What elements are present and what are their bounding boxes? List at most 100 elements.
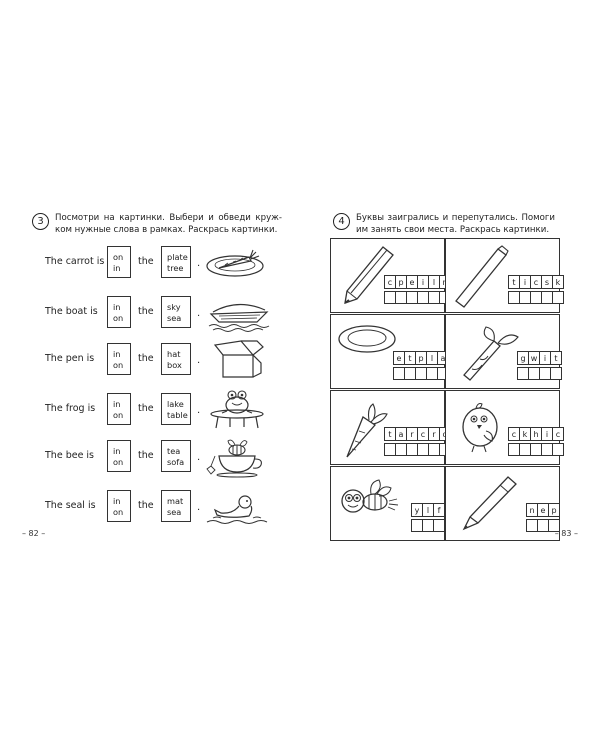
scrambled-letter: t [384, 427, 396, 441]
subject-text: The bee [45, 450, 84, 461]
answer-letter-cell[interactable] [550, 367, 562, 380]
noun-option[interactable]: plate [167, 252, 188, 262]
noun-choice-box[interactable]: mat sea [161, 490, 191, 522]
noun-option[interactable]: hat [167, 349, 181, 359]
answer-cells[interactable] [526, 519, 560, 532]
period-mark: . [197, 258, 201, 269]
verb-text: is [87, 500, 96, 511]
preposition-choice-box[interactable]: in on [107, 490, 131, 522]
noun-option[interactable]: lake [167, 399, 184, 409]
left-page: 3 Посмотри на картинки. Выбери и обведи … [22, 212, 285, 538]
noun-choice-box[interactable]: hat box [161, 343, 191, 375]
scrambled-letter: p [548, 503, 560, 517]
task-4-header: 4 Буквы заигрались и перепутались. Помог… [333, 212, 555, 236]
stick-icon [450, 243, 520, 309]
subject-text: The seal [45, 500, 85, 511]
preposition-option[interactable]: in [113, 496, 121, 506]
preposition-option[interactable]: in [113, 399, 121, 409]
period-mark: . [197, 355, 201, 366]
preposition-choice-box[interactable]: in on [107, 440, 131, 472]
preposition-option[interactable]: on [113, 252, 124, 262]
noun-choice-box[interactable]: plate tree [161, 246, 191, 278]
preposition-option[interactable]: on [113, 457, 124, 467]
noun-option[interactable]: mat [167, 496, 184, 506]
frog-on-table-icon [205, 389, 270, 429]
scrambled-letter: r [406, 427, 418, 441]
noun-choice-box[interactable]: lake table [161, 393, 191, 425]
answer-cells[interactable] [393, 367, 449, 380]
page-number: – 82 – [22, 529, 46, 538]
noun-option[interactable]: box [167, 360, 182, 370]
noun-option[interactable]: sofa [167, 457, 185, 467]
chick-icon [450, 395, 520, 461]
scrambled-letter: c [552, 427, 564, 441]
noun-option[interactable]: sea [167, 507, 182, 517]
preposition-option[interactable]: in [113, 446, 121, 456]
preposition-option[interactable]: on [113, 360, 124, 370]
answer-letter-cell[interactable] [552, 291, 564, 304]
preposition-option[interactable]: on [113, 507, 124, 517]
verb-text: is [90, 306, 98, 317]
preposition-option[interactable]: on [113, 313, 124, 323]
answer-cells[interactable] [508, 443, 564, 456]
preposition-option[interactable]: in [113, 349, 121, 359]
article-text: the [138, 353, 154, 364]
preposition-option[interactable]: in [113, 302, 121, 312]
task-instruction: Посмотри на картинки. Выбери и обведи кр… [55, 213, 282, 235]
task-instruction: Буквы заигрались и перепутались. Помоги … [356, 213, 555, 235]
subject-text: The frog [45, 403, 85, 414]
answer-cells[interactable] [384, 291, 451, 304]
article-text: the [138, 500, 154, 511]
noun-option[interactable]: tree [167, 263, 184, 273]
scrambled-letter: t [550, 351, 562, 365]
subject-text: The pen [45, 353, 84, 364]
noun-choice-box[interactable]: sky sea [161, 296, 191, 328]
carrot-icon [335, 395, 405, 461]
noun-option[interactable]: sea [167, 313, 182, 323]
scrambled-letter: f [433, 503, 445, 517]
noun-option[interactable]: sky [167, 302, 181, 312]
article-text: the [138, 403, 154, 414]
scrambled-letters: tarcro [384, 427, 451, 441]
answer-cells[interactable] [508, 291, 564, 304]
answer-letter-cell[interactable] [433, 519, 445, 532]
preposition-choice-box[interactable]: in on [107, 296, 131, 328]
noun-choice-box[interactable]: tea sofa [161, 440, 191, 472]
noun-option[interactable]: tea [167, 446, 181, 456]
verb-text: is [86, 450, 95, 461]
pen-icon [450, 471, 520, 537]
preposition-option[interactable]: on [113, 410, 124, 420]
seal-icon [205, 486, 270, 526]
scrambled-letter: k [552, 275, 564, 289]
right-page: 4 Буквы заигрались и перепутались. Помог… [300, 0, 600, 750]
task-3-header: 3 Посмотри на картинки. Выбери и обведи … [32, 212, 282, 236]
scrambled-letter: e [537, 503, 549, 517]
verb-text: is [87, 403, 96, 414]
word-puzzle-card: cpeiln [330, 238, 451, 313]
preposition-option[interactable]: in [113, 263, 121, 273]
answer-letter-cell[interactable] [548, 519, 560, 532]
answer-cells[interactable] [517, 367, 562, 380]
answer-cells[interactable] [384, 443, 451, 456]
box-icon [205, 339, 270, 379]
scrambled-letter: e [406, 275, 418, 289]
period-mark: . [197, 502, 201, 513]
answer-cells[interactable] [411, 519, 445, 532]
preposition-choice-box[interactable]: in on [107, 393, 131, 425]
article-text: the [138, 256, 154, 267]
preposition-choice-box[interactable]: on in [107, 246, 131, 278]
preposition-choice-box[interactable]: in on [107, 343, 131, 375]
answer-letter-cell[interactable] [552, 443, 564, 456]
verb-text: is [96, 256, 105, 267]
noun-option[interactable]: table [167, 410, 188, 420]
